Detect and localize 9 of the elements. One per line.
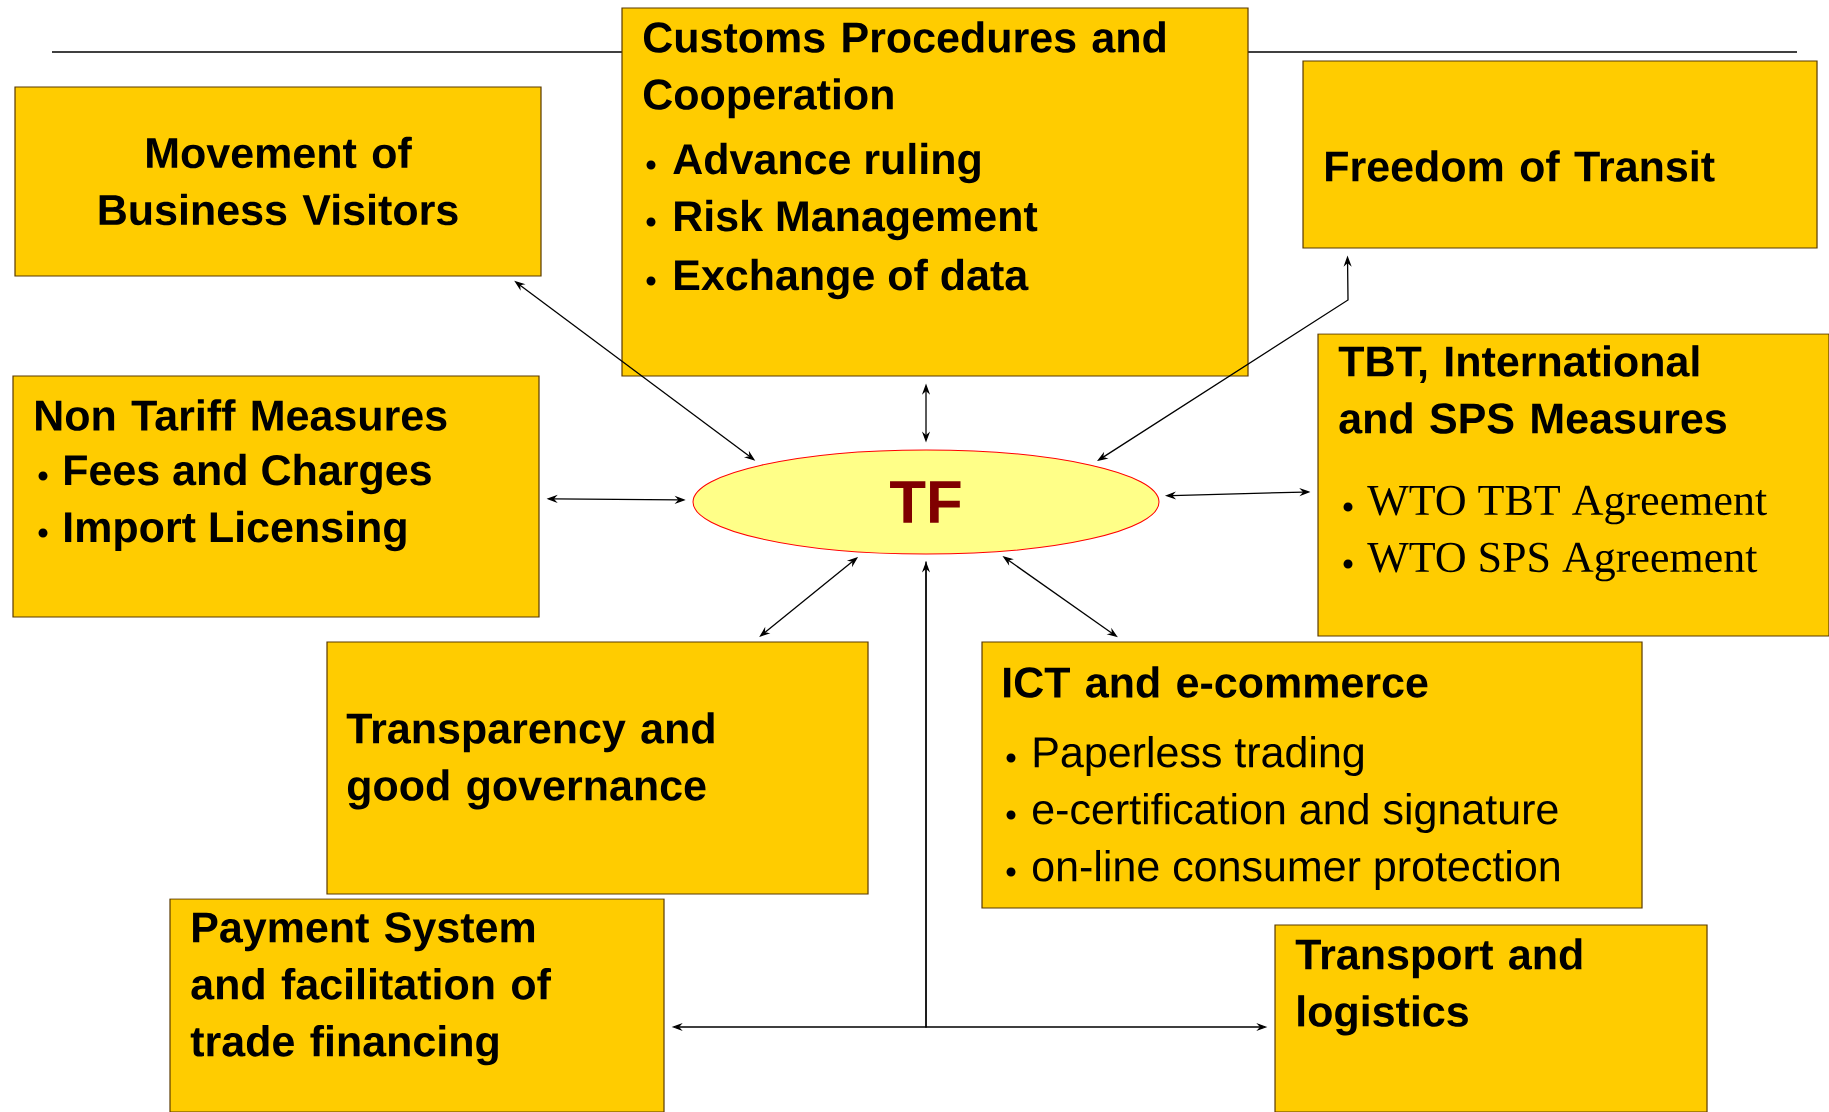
- topic-box: Transparency and good governance: [326, 641, 869, 895]
- topic-box: Customs Procedures and Cooperation Advance ruling Risk Management Exchange of data: [621, 7, 1249, 377]
- topic-box: Movement of Business Visitors: [14, 86, 542, 277]
- topic-box: TBT, International and SPS Measures WTO TBT Agreement WTO SPS Agreement: [1317, 333, 1829, 637]
- topic-box: Transport and logistics: [1274, 924, 1708, 1112]
- topic-box: Non Tariff Measures Fees and Charges Import Licensing: [12, 375, 540, 618]
- topic-box: ICT and e-commerce Paperless trading e-certification and signature on-line consumer protection: [981, 641, 1643, 909]
- topic-box: Freedom of Transit: [1302, 60, 1818, 249]
- topic-box: Payment System and facilitation of trade financing: [169, 898, 665, 1112]
